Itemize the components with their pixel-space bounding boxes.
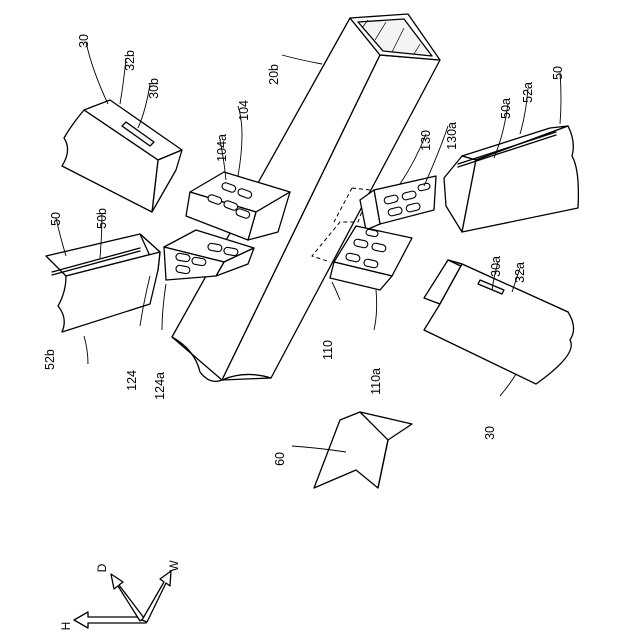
- label-124a: 124a: [153, 372, 167, 400]
- arrow-w-icon: [142, 571, 171, 622]
- axis-label-d: D: [95, 563, 109, 572]
- label-50a: 50a: [499, 98, 513, 119]
- label-50-right: 50: [551, 66, 565, 80]
- label-30b: 30b: [147, 78, 161, 99]
- label-20b: 20b: [267, 64, 281, 85]
- label-30a: 30a: [489, 256, 503, 277]
- beam-30-top-left: [62, 100, 182, 212]
- arrow-d-icon: [111, 574, 144, 621]
- label-30-bottom-right: 30: [483, 426, 497, 440]
- label-52b: 52b: [43, 349, 57, 370]
- label-32b: 32b: [123, 50, 137, 71]
- label-130a: 130a: [445, 122, 459, 150]
- beam-50-right: [444, 126, 578, 232]
- axis-label-h: H: [59, 622, 73, 631]
- label-32a: 32a: [513, 262, 527, 283]
- label-52a: 52a: [521, 82, 535, 103]
- axis-label-w: W: [167, 560, 181, 572]
- orientation-indicator: H D W: [59, 560, 181, 631]
- label-110: 110: [321, 340, 335, 360]
- label-110a: 110a: [369, 368, 383, 395]
- label-60: 60: [273, 452, 287, 466]
- label-50-left: 50: [49, 212, 63, 226]
- label-104: 104: [237, 100, 251, 121]
- label-124: 124: [125, 370, 139, 391]
- label-30-top-left: 30: [77, 34, 91, 48]
- beam-30-bottom-right: [424, 260, 574, 384]
- label-104a: 104a: [215, 134, 229, 162]
- label-50b: 50b: [95, 208, 109, 229]
- beam-50-left: [46, 234, 160, 332]
- label-130: 130: [419, 130, 433, 151]
